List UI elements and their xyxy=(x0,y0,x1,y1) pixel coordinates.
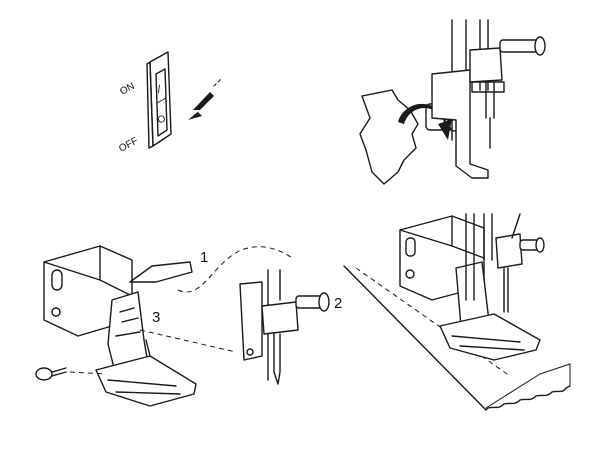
needle-clamp-icon xyxy=(239,269,330,385)
guide-line-lever xyxy=(177,246,293,293)
switch-off-label: OFF xyxy=(117,136,140,155)
rocker-on-symbol: / xyxy=(157,84,163,96)
switch-on-label: ON xyxy=(118,81,136,98)
assembled-foot-icon xyxy=(399,213,545,361)
presser-foot-icon xyxy=(43,245,197,407)
guide-line-shank xyxy=(139,329,237,353)
callout-2: 2 xyxy=(334,295,342,312)
press-arrow-icon xyxy=(188,77,223,120)
needle-bar-top-icon xyxy=(431,19,546,179)
rocker-off-symbol: O xyxy=(157,114,166,126)
power-switch-icon: / O ON OFF xyxy=(117,51,172,155)
screw-icon xyxy=(35,367,67,381)
callout-1: 1 xyxy=(200,249,208,266)
guide-line-screw xyxy=(69,371,107,375)
callout-3: 3 xyxy=(152,309,160,326)
